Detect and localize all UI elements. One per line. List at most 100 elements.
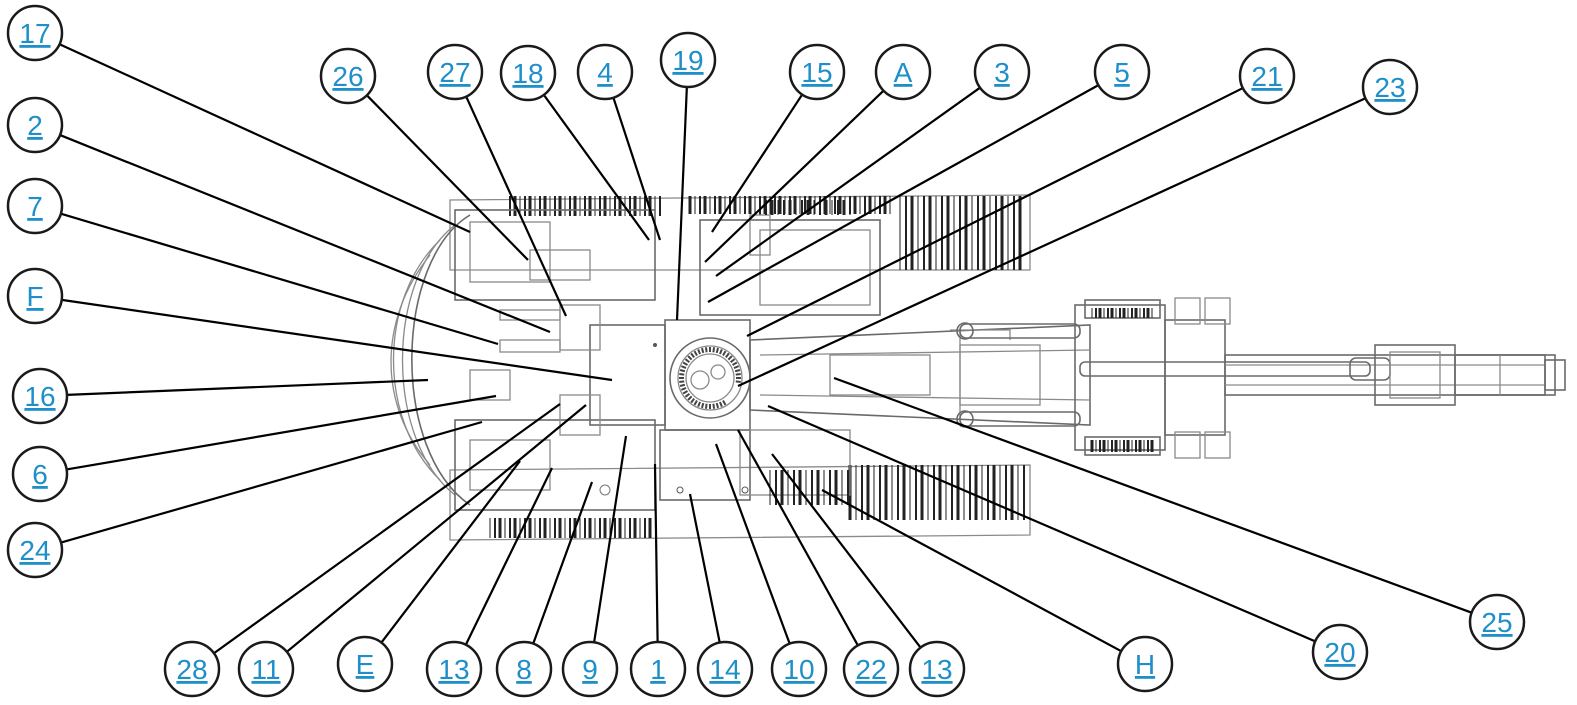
callout-circle[interactable]	[1361, 58, 1419, 116]
callout-label[interactable]: F	[26, 281, 43, 312]
callout-label[interactable]: 4	[597, 57, 613, 88]
callout-E[interactable]: E	[336, 460, 521, 693]
callout-label[interactable]: 7	[27, 191, 43, 222]
callout-label[interactable]: 17	[19, 18, 50, 49]
callout-8[interactable]: 8	[495, 481, 594, 698]
callout-circle[interactable]	[6, 267, 64, 325]
callout-17[interactable]: 17	[6, 4, 471, 234]
callout-circle[interactable]	[1093, 43, 1151, 101]
callout-label[interactable]: 2	[27, 110, 43, 141]
callout-circle[interactable]	[11, 367, 69, 425]
callout-23[interactable]: 23	[737, 58, 1419, 387]
callout-11[interactable]: 11	[237, 404, 587, 698]
callout-label[interactable]: 26	[332, 61, 363, 92]
callout-circle[interactable]	[499, 44, 557, 102]
callout-circle[interactable]	[6, 521, 64, 579]
callout-2[interactable]: 2	[6, 96, 551, 334]
callout-circle[interactable]	[1468, 593, 1526, 651]
callout-circle[interactable]	[6, 96, 64, 154]
leader-line	[213, 403, 561, 655]
callout-label[interactable]: 24	[19, 535, 50, 566]
callout-26[interactable]: 26	[319, 47, 529, 261]
callout-A[interactable]: A	[704, 43, 932, 263]
callout-7[interactable]: 7	[6, 177, 499, 346]
callout-label[interactable]: 21	[1251, 61, 1282, 92]
callout-label[interactable]: 19	[672, 45, 703, 76]
leader-line	[714, 443, 791, 645]
callout-label[interactable]: 22	[855, 654, 886, 685]
leader-line	[737, 429, 859, 646]
callout-circle[interactable]	[1116, 635, 1174, 693]
callout-circle[interactable]	[426, 43, 484, 101]
callout-13a[interactable]: 13	[425, 467, 553, 698]
callout-circle[interactable]	[319, 47, 377, 105]
callout-6[interactable]: 6	[11, 394, 497, 503]
callout-label[interactable]: 9	[582, 654, 598, 685]
callout-20[interactable]: 20	[767, 404, 1369, 681]
callout-13b[interactable]: 13	[771, 453, 966, 698]
callout-label[interactable]: 28	[176, 654, 207, 685]
callout-label[interactable]: 23	[1374, 72, 1405, 103]
callout-label[interactable]: 27	[439, 57, 470, 88]
callout-circle[interactable]	[1311, 623, 1369, 681]
callout-circle[interactable]	[576, 43, 634, 101]
callout-28[interactable]: 28	[163, 403, 561, 698]
callout-14[interactable]: 14	[688, 493, 754, 698]
callout-27[interactable]: 27	[426, 43, 568, 317]
callout-label[interactable]: 11	[251, 654, 280, 685]
callout-3[interactable]: 3	[715, 43, 1031, 277]
callout-label[interactable]: 18	[512, 58, 543, 89]
callout-circle[interactable]	[425, 640, 483, 698]
callout-circle[interactable]	[788, 43, 846, 101]
callout-circle[interactable]	[561, 640, 619, 698]
callout-circle[interactable]	[495, 640, 553, 698]
callout-label[interactable]: 8	[516, 654, 532, 685]
callout-25[interactable]: 25	[833, 376, 1526, 651]
callout-circle[interactable]	[11, 445, 69, 503]
callout-circle[interactable]	[908, 640, 966, 698]
callout-circle[interactable]	[842, 640, 900, 698]
callout-circle[interactable]	[659, 31, 717, 89]
callout-circle[interactable]	[696, 640, 754, 698]
callout-label[interactable]: E	[356, 649, 375, 680]
callout-18[interactable]: 18	[499, 44, 650, 241]
callout-circle[interactable]	[874, 43, 932, 101]
callout-5[interactable]: 5	[707, 43, 1151, 303]
callout-circle[interactable]	[629, 640, 687, 698]
callout-16[interactable]: 16	[11, 367, 429, 425]
callout-circle[interactable]	[1238, 47, 1296, 105]
callout-label[interactable]: 16	[24, 381, 55, 412]
callout-label[interactable]: 1	[650, 654, 666, 685]
callout-label[interactable]: 6	[32, 459, 48, 490]
callout-circle[interactable]	[163, 640, 221, 698]
callout-circle[interactable]	[336, 635, 394, 693]
callout-label[interactable]: 14	[709, 654, 740, 685]
callout-24[interactable]: 24	[6, 420, 483, 579]
callout-15[interactable]: 15	[711, 43, 846, 233]
callout-22[interactable]: 22	[737, 429, 900, 698]
callout-H[interactable]: H	[821, 489, 1174, 693]
callout-label[interactable]: A	[894, 57, 913, 88]
callout-circle[interactable]	[6, 177, 64, 235]
callout-circle[interactable]	[6, 4, 64, 62]
callout-19[interactable]: 19	[659, 31, 717, 321]
callout-label[interactable]: 20	[1324, 637, 1355, 668]
callout-label[interactable]: H	[1135, 649, 1155, 680]
callout-1[interactable]: 1	[629, 463, 687, 698]
callout-label[interactable]: 3	[994, 57, 1010, 88]
callout-21[interactable]: 21	[746, 47, 1296, 337]
callout-label[interactable]: 13	[438, 654, 469, 685]
boom-cylinders	[956, 322, 1081, 428]
callout-label[interactable]: 10	[783, 654, 814, 685]
callout-circle[interactable]	[237, 640, 295, 698]
callout-label[interactable]: 25	[1481, 607, 1512, 638]
callout-9[interactable]: 9	[561, 435, 628, 698]
callout-circle[interactable]	[973, 43, 1031, 101]
callout-10[interactable]: 10	[714, 443, 828, 698]
callout-label[interactable]: 15	[801, 57, 832, 88]
callout-label[interactable]: 13	[921, 654, 952, 685]
callout-label[interactable]: 5	[1114, 57, 1130, 88]
callout-circle[interactable]	[770, 640, 828, 698]
callout-4[interactable]: 4	[576, 43, 662, 241]
callout-F[interactable]: F	[6, 267, 613, 382]
